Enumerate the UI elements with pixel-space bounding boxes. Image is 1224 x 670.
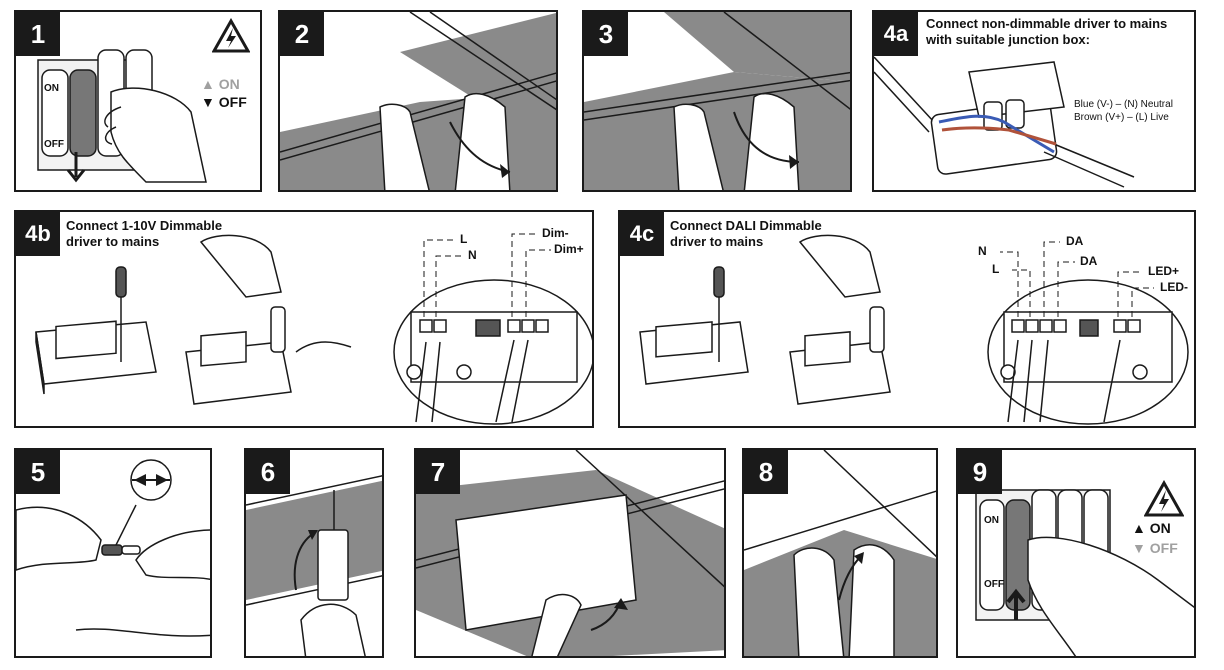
ceiling-tile-removed-illustration bbox=[584, 12, 850, 190]
arrow-up-icon: ▲ bbox=[201, 76, 215, 92]
driver-into-ceiling-illustration bbox=[246, 475, 382, 656]
on-indicator: ▲ ON bbox=[201, 76, 240, 92]
dimmable-driver-wiring-illustration bbox=[35, 233, 592, 425]
screwdriver-icon bbox=[115, 266, 127, 362]
step-number: 4b bbox=[16, 212, 60, 256]
step-number: 4a bbox=[874, 12, 918, 56]
step-5-panel: 5 bbox=[14, 448, 212, 658]
step-4c-title-line2: driver to mains bbox=[670, 234, 764, 249]
switch-off-label: OFF bbox=[984, 579, 1004, 590]
step-6-panel: 6 bbox=[244, 448, 384, 658]
step-9-panel: 9 ON OFF ▲ ON ▼ OFF bbox=[956, 448, 1196, 658]
step-number: 2 bbox=[280, 12, 324, 56]
dim-plus-label: Dim+ bbox=[554, 242, 584, 256]
switch-on-label: ON bbox=[984, 515, 999, 526]
step-number: 3 bbox=[584, 12, 628, 56]
step-number: 6 bbox=[246, 450, 290, 494]
step-7-panel: 7 bbox=[414, 448, 726, 658]
dim-minus-label: Dim- bbox=[542, 226, 569, 240]
arrow-down-icon: ▼ bbox=[201, 94, 215, 110]
step-1-panel: 1 ON OFF ▲ ON ▼ OFF bbox=[14, 10, 262, 192]
compress-arrows-icon bbox=[132, 474, 170, 486]
dali-driver-wiring-illustration bbox=[639, 234, 1189, 425]
screwdriver-icon bbox=[713, 266, 725, 362]
ceiling-tile-removal-illustration bbox=[280, 12, 556, 190]
ceiling-tile-replace-illustration bbox=[744, 450, 936, 656]
connector-joining-illustration bbox=[16, 459, 210, 637]
step-number: 9 bbox=[958, 450, 1002, 494]
step-4b-panel: 4b Connect 1-10V Dimmable driver to main… bbox=[14, 210, 594, 428]
step-number: 1 bbox=[16, 12, 60, 56]
step-4b-title-line1: Connect 1-10V Dimmable bbox=[66, 218, 223, 233]
step-4c-panel: 4c Connect DALI Dimmable driver to mains bbox=[618, 210, 1196, 428]
off-indicator: ▼ OFF bbox=[201, 94, 247, 110]
step-4b-title-line2: driver to mains bbox=[66, 234, 160, 249]
led-plus-label: LED+ bbox=[1148, 264, 1180, 278]
neutral-terminal-label: N bbox=[468, 248, 477, 262]
dali-terminal-label-2: DA bbox=[1080, 254, 1098, 268]
step-8-panel: 8 bbox=[742, 448, 938, 658]
step-number: 5 bbox=[16, 450, 60, 494]
switch-off-label: OFF bbox=[44, 139, 64, 150]
step-number: 4c bbox=[620, 212, 664, 256]
step-4a-title: Connect non-dimmable driver to mains wit… bbox=[926, 16, 1168, 47]
neutral-terminal-label: N bbox=[978, 244, 987, 258]
high-voltage-warning-icon bbox=[212, 18, 250, 53]
high-voltage-warning-icon bbox=[1144, 480, 1184, 517]
live-terminal-label: L bbox=[992, 262, 1000, 276]
panel-insertion-illustration bbox=[416, 450, 724, 656]
off-indicator: ▼ OFF bbox=[1132, 540, 1178, 556]
step-4a-panel: 4a Connect non-dimmable driver to mains … bbox=[872, 10, 1196, 192]
step-3-panel: 3 bbox=[582, 10, 852, 192]
dali-terminal-label-1: DA bbox=[1066, 234, 1084, 248]
on-indicator: ▲ ON bbox=[1132, 520, 1171, 536]
switch-on-label: ON bbox=[44, 83, 59, 94]
blue-wire-note: Blue (V-) – (N) Neutral bbox=[1074, 99, 1173, 110]
brown-wire-note: Brown (V+) – (L) Live bbox=[1074, 112, 1169, 123]
step-number: 7 bbox=[416, 450, 460, 494]
arrow-up-icon: ▲ bbox=[1132, 520, 1146, 536]
step-4c-title-line1: Connect DALI Dimmable bbox=[670, 218, 822, 233]
breaker-switch-on-illustration bbox=[975, 489, 1194, 656]
step-number: 8 bbox=[744, 450, 788, 494]
breaker-switch-off-illustration bbox=[37, 49, 207, 183]
live-terminal-label: L bbox=[460, 232, 468, 246]
junction-box-illustration bbox=[874, 56, 1135, 188]
step-2-panel: 2 bbox=[278, 10, 558, 192]
led-minus-label: LED- bbox=[1160, 280, 1188, 294]
arrow-down-icon: ▼ bbox=[1132, 540, 1146, 556]
